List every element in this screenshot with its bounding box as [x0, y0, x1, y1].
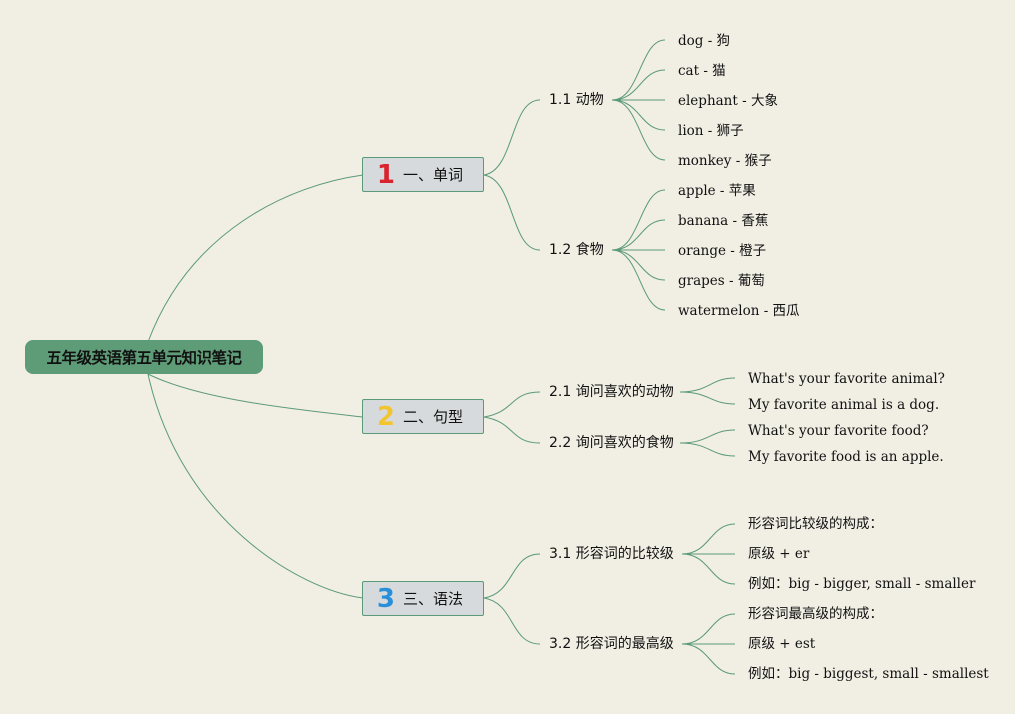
leaf-item[interactable]: 例如：big - bigger, small - smaller	[748, 576, 976, 592]
leaf-item[interactable]: watermelon - 西瓜	[678, 303, 800, 319]
sub-topic-superlative[interactable]: 3.2 形容词的最高级	[549, 636, 674, 652]
sub-topic-comparative[interactable]: 3.1 形容词的比较级	[549, 546, 674, 562]
leaf-item[interactable]: banana - 香蕉	[678, 213, 769, 229]
leaf-item[interactable]: My favorite animal is a dog.	[748, 397, 940, 413]
branch-label: 一、单词	[403, 166, 464, 184]
leaf-item[interactable]: elephant - 大象	[678, 93, 778, 109]
leaf-item[interactable]: grapes - 葡萄	[678, 273, 765, 289]
sub-topic-ask-animal[interactable]: 2.1 询问喜欢的动物	[549, 384, 674, 400]
sub-topic-animals[interactable]: 1.1 动物	[549, 92, 604, 108]
leaf-item[interactable]: dog - 狗	[678, 33, 731, 49]
leaf-item[interactable]: 原级 + est	[748, 636, 816, 652]
sub-topic-ask-food[interactable]: 2.2 询问喜欢的食物	[549, 435, 674, 451]
leaf-item[interactable]: 原级 + er	[748, 546, 810, 562]
root-title: 五年级英语第五单元知识笔记	[46, 349, 242, 367]
sub-topic-food[interactable]: 1.2 食物	[549, 242, 604, 258]
leaf-item[interactable]: 形容词最高级的构成：	[748, 606, 883, 622]
leaf-item[interactable]: apple - 苹果	[678, 183, 756, 199]
number-1-icon: 1	[376, 159, 395, 190]
branch-grammar[interactable]: 3 三、语法	[362, 581, 484, 616]
leaf-item[interactable]: cat - 猫	[678, 63, 726, 79]
branch-label: 二、句型	[403, 408, 464, 426]
branch-sentences[interactable]: 2 二、句型	[362, 399, 484, 434]
leaf-item[interactable]: monkey - 猴子	[678, 153, 772, 169]
leaf-item[interactable]: orange - 橙子	[678, 243, 767, 259]
leaf-item[interactable]: What's your favorite food?	[748, 423, 929, 439]
branch-vocabulary[interactable]: 1 一、单词	[362, 157, 484, 192]
leaf-item[interactable]: lion - 狮子	[678, 123, 744, 139]
leaf-item[interactable]: 形容词比较级的构成：	[748, 516, 883, 532]
branch-label: 三、语法	[403, 590, 464, 608]
number-3-icon: 3	[376, 583, 395, 614]
leaf-item[interactable]: My favorite food is an apple.	[748, 449, 944, 465]
number-2-icon: 2	[376, 401, 395, 432]
leaf-item[interactable]: 例如：big - biggest, small - smallest	[748, 666, 989, 682]
leaf-item[interactable]: What's your favorite animal?	[748, 371, 945, 387]
root-topic[interactable]: 五年级英语第五单元知识笔记	[25, 340, 263, 374]
